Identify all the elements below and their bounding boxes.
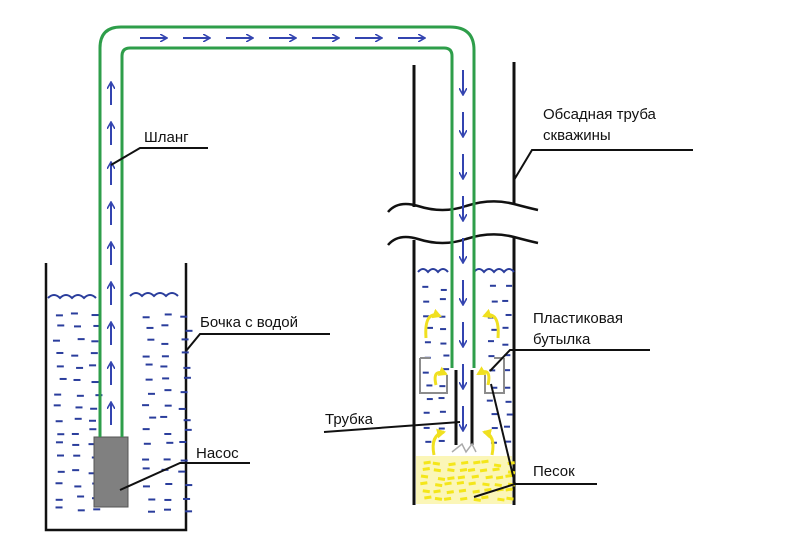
sand-grain <box>468 481 476 486</box>
leader-pump <box>119 462 250 491</box>
well-casing <box>387 62 539 505</box>
sand-grain <box>447 476 455 481</box>
sand-grain <box>481 495 489 500</box>
sand-grain <box>472 489 480 494</box>
well-water-surface <box>417 268 515 274</box>
sand-grain <box>495 475 504 480</box>
sand-grain <box>447 468 455 473</box>
hose <box>98 25 476 437</box>
leader-barrel <box>185 333 330 352</box>
leader-sand-pointer <box>490 383 516 485</box>
sand-grain <box>505 487 513 492</box>
sand-grain <box>479 468 488 473</box>
label-barrel: Бочка с водой <box>200 314 299 331</box>
sand-grain <box>471 474 479 479</box>
sand-grain <box>434 483 443 488</box>
sand-layer <box>416 456 516 504</box>
sand-grain <box>443 496 452 501</box>
sand-grain <box>485 475 493 480</box>
label-casing-line2: скважины <box>543 127 611 144</box>
sand-grain <box>497 497 505 502</box>
label-tube: Трубка <box>325 411 373 428</box>
sand-grain <box>467 467 476 472</box>
leader-tube <box>323 421 461 433</box>
casing-break-upper <box>387 200 539 213</box>
sand-grain <box>446 490 454 495</box>
sand-grain <box>458 488 467 493</box>
sand-grain <box>423 460 431 465</box>
sand-grain <box>424 495 432 500</box>
sand-grain <box>422 489 431 494</box>
leader-lines <box>110 147 693 498</box>
sand-grain <box>434 496 443 501</box>
label-sand: Песок <box>533 463 575 480</box>
casing-break-lower <box>387 233 539 246</box>
sand-grain <box>457 475 466 480</box>
tube <box>454 370 474 445</box>
sand-grain <box>484 487 492 492</box>
sand-grain <box>420 481 428 486</box>
sand-grain <box>494 483 502 488</box>
sand-grain <box>420 474 429 479</box>
label-bottle-line2: бутылка <box>533 331 591 348</box>
label-casing-line1: Обсадная труба <box>543 106 656 123</box>
sand-grain <box>507 461 515 466</box>
sand-grain <box>473 460 481 465</box>
sand-grain <box>473 497 482 502</box>
sand-grain <box>493 463 502 468</box>
hose-flow-arrows <box>111 38 463 430</box>
sand-grain <box>506 496 514 501</box>
barrel-water-surface <box>47 292 179 300</box>
sand-grain <box>444 481 452 486</box>
sand-grain <box>433 468 442 473</box>
sand-grain <box>459 496 468 501</box>
well-water-dashes <box>422 284 513 444</box>
sand-grain <box>456 480 465 485</box>
label-hose: Шланг <box>144 129 189 146</box>
leader-hose <box>110 147 208 166</box>
sand-grain <box>432 461 441 466</box>
bottle-flow-arrows <box>424 308 500 456</box>
pump <box>93 436 129 508</box>
leader-casing <box>513 149 693 181</box>
sand-grain <box>460 460 469 465</box>
sand-grain <box>481 459 489 464</box>
label-pump: Насос <box>196 445 239 462</box>
sand-grain <box>492 467 500 472</box>
sand-grain <box>433 489 441 494</box>
sand-grain <box>459 467 468 472</box>
sand-grain <box>448 462 456 467</box>
sand-grain <box>437 477 446 482</box>
sand-sparkle-icon <box>451 442 477 454</box>
sand-grain <box>422 466 430 471</box>
label-bottle-line1: Пластиковая <box>533 310 623 327</box>
sand-grain <box>482 482 490 487</box>
sand-grain <box>505 473 513 478</box>
leader-bottle <box>489 349 650 372</box>
